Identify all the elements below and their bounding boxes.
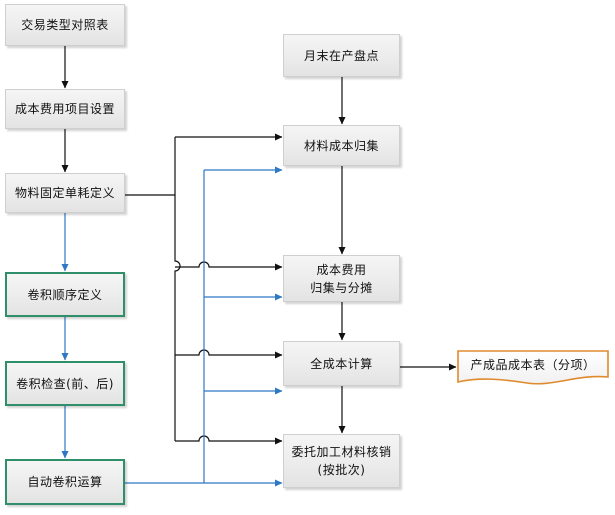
- node-juanji-jiancha: 卷积检查(前、后): [5, 361, 125, 406]
- node-wuliao-dinge: 物料固定单耗定义: [5, 173, 125, 213]
- node-label: 物料固定单耗定义: [14, 186, 115, 200]
- node-weituo-hexiao: 委托加工材料核销 (按批次): [283, 434, 400, 488]
- arrow-black-to-feiyong: [175, 261, 283, 271]
- node-label: 自动卷积运算: [27, 475, 103, 489]
- node-label: 成本费用 归集与分摊: [310, 262, 373, 295]
- node-label: 月末在产盘点: [303, 48, 379, 63]
- node-feiyong-guiji: 成本费用 归集与分摊: [283, 255, 400, 302]
- arrow-black-to-weituo: [175, 435, 283, 445]
- node-juanji-shunxu: 卷积顺序定义: [5, 272, 125, 317]
- arrow-black-to-quan: [175, 349, 283, 359]
- node-label: 材料成本归集: [303, 138, 379, 153]
- node-quan-chengben: 全成本计算: [283, 341, 400, 386]
- bus-black-trunk: [174, 137, 181, 441]
- node-label: 卷积检查(前、后): [16, 376, 114, 391]
- node-yuemo-pandian: 月末在产盘点: [283, 34, 400, 77]
- node-label: 产成品成本表（分项）: [470, 358, 596, 372]
- node-jiaoyi-leixing: 交易类型对照表: [5, 4, 125, 46]
- node-label: 卷积顺序定义: [27, 287, 103, 302]
- node-cailiao-guiji: 材料成本归集: [283, 125, 400, 166]
- node-chengpin-biao: 产成品成本表（分项）: [457, 350, 609, 386]
- node-chengben-xiangmu: 成本费用项目设置: [5, 89, 125, 129]
- node-label: 交易类型对照表: [21, 18, 109, 32]
- node-label: 委托加工材料核销 (按批次): [291, 445, 392, 477]
- node-zidong-juanji: 自动卷积运算: [5, 459, 125, 505]
- node-label: 成本费用项目设置: [14, 102, 115, 116]
- node-label: 全成本计算: [310, 356, 373, 371]
- document-shape: [457, 350, 609, 385]
